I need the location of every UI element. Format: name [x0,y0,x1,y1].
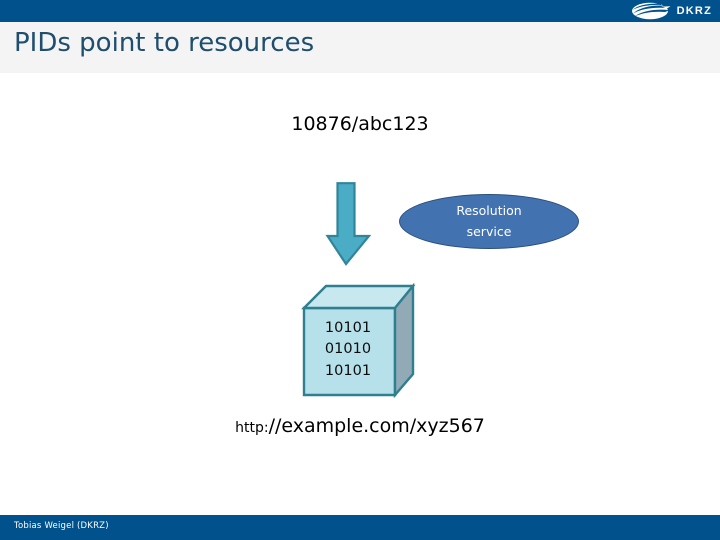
dkrz-globe-logo-icon [631,2,671,20]
footer-author: Tobias Weigel (DKRZ) [14,521,109,531]
page-title: PIDs point to resources [14,28,315,58]
resolution-service-node: Resolution service [399,194,579,249]
dkrz-logo: DKRZ [631,1,712,21]
title-band [0,22,720,73]
resource-cube [300,282,418,400]
header-bar: DKRZ [0,0,720,22]
dkrz-logo-text: DKRZ [676,4,712,17]
url-rest: //example.com/xyz567 [268,415,485,437]
resolution-arrow [322,182,380,268]
resource-url: http://example.com/xyz567 [0,415,720,437]
down-arrow-icon [325,182,372,266]
data-cube-icon [301,282,416,399]
footer-bar [0,515,720,540]
url-scheme: http: [235,420,269,436]
resolution-service-line1: Resolution [456,202,522,218]
pid-identifier-label: 10876/abc123 [291,113,429,135]
resolution-service-line2: service [466,223,512,239]
